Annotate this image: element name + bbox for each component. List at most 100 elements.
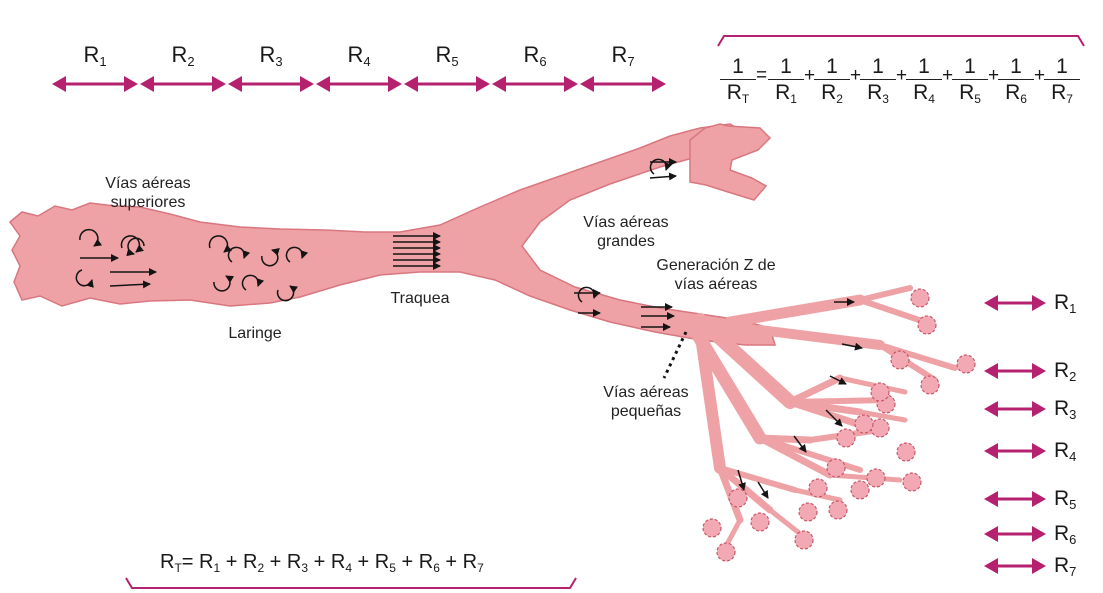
double-arrow-right-head bbox=[476, 76, 490, 92]
alveoli-cluster bbox=[851, 481, 869, 499]
series-term-letter: R bbox=[243, 551, 257, 573]
series-total-subscript: T bbox=[174, 561, 181, 575]
series-term-subscript: 6 bbox=[433, 561, 440, 575]
bronchus-branch bbox=[730, 300, 860, 322]
double-arrow-right-head bbox=[388, 76, 402, 92]
series-term-letter: R bbox=[463, 551, 477, 573]
double-arrow-right-head bbox=[564, 76, 578, 92]
fraction-denominator: R4 bbox=[906, 80, 942, 104]
side-resistance-label: R3 bbox=[1054, 398, 1076, 420]
series-total-letter: R bbox=[160, 551, 174, 573]
plus-sign: + bbox=[440, 551, 463, 573]
top-resistance-letter: R bbox=[523, 42, 539, 67]
small-airways-line1: Vías aéreas bbox=[603, 384, 688, 401]
series-term-subscript: 4 bbox=[345, 561, 352, 575]
fraction-denominator-subscript: 6 bbox=[1020, 92, 1027, 106]
plus-sign: + bbox=[352, 551, 375, 573]
top-resistance-label: R6 bbox=[505, 44, 565, 66]
fraction-denominator-letter: R bbox=[1051, 81, 1066, 104]
upper-airways-line2: superiores bbox=[111, 194, 186, 211]
side-resistance-subscript: 2 bbox=[1069, 369, 1076, 384]
side-resistance-letter: R bbox=[1054, 439, 1069, 462]
top-resistance-label: R5 bbox=[417, 44, 477, 66]
side-resistance-label: R4 bbox=[1054, 440, 1076, 462]
double-arrow-right-head bbox=[1032, 363, 1046, 379]
label-larynx: Laringe bbox=[210, 324, 300, 343]
double-arrow-left-head bbox=[492, 76, 506, 92]
double-arrow-left-head bbox=[404, 76, 418, 92]
top-resistance-label: R3 bbox=[241, 44, 301, 66]
double-arrow-right-head bbox=[1032, 491, 1046, 507]
side-resistance-arrow bbox=[984, 558, 1046, 574]
series-term-letter: R bbox=[199, 551, 213, 573]
alveoli-cluster bbox=[827, 459, 845, 477]
fraction-denominator: R7 bbox=[1044, 80, 1080, 104]
side-resistance-arrow bbox=[984, 491, 1046, 507]
side-resistance-label: R6 bbox=[1054, 523, 1076, 545]
equals-sign: = bbox=[182, 551, 199, 573]
alveoli-cluster bbox=[911, 289, 929, 307]
fraction-denominator: RT bbox=[720, 80, 756, 104]
top-resistance-subscript: 1 bbox=[99, 54, 106, 69]
fraction-denominator-letter: R bbox=[775, 81, 790, 104]
double-arrow-left-head bbox=[984, 295, 998, 311]
side-resistance-subscript: 1 bbox=[1069, 301, 1076, 316]
fraction-term: 1R1 bbox=[768, 56, 804, 104]
side-resistance-subscript: 7 bbox=[1069, 564, 1076, 579]
side-resistance-arrow bbox=[984, 295, 1046, 311]
side-resistance-label: R1 bbox=[1054, 292, 1076, 314]
top-resistance-label: R2 bbox=[153, 44, 213, 66]
series-term-letter: R bbox=[419, 551, 433, 573]
top-resistance-arrow bbox=[580, 76, 666, 92]
small-airways-line2: pequeñas bbox=[611, 403, 681, 420]
fraction-numerator: 1 bbox=[952, 56, 988, 80]
side-resistance-letter: R bbox=[1054, 291, 1069, 314]
plus-sign: + bbox=[396, 551, 419, 573]
side-resistance-arrow bbox=[984, 363, 1046, 379]
series-term-letter: R bbox=[331, 551, 345, 573]
side-resistance-letter: R bbox=[1054, 554, 1069, 577]
fraction-numerator: 1 bbox=[906, 56, 942, 80]
top-resistance-label: R7 bbox=[593, 44, 653, 66]
fraction-numerator: 1 bbox=[998, 56, 1034, 80]
alveoli-cluster bbox=[871, 383, 889, 401]
series-formula-bracket bbox=[126, 578, 576, 588]
alveoli-cluster bbox=[855, 415, 873, 433]
label-generation-z: Generación Z de vías aéreas bbox=[646, 256, 786, 294]
fraction-denominator-subscript: 2 bbox=[836, 92, 843, 106]
plus-sign: + bbox=[264, 551, 287, 573]
fraction-denominator-letter: R bbox=[959, 81, 974, 104]
double-arrow-right-head bbox=[1032, 526, 1046, 542]
fraction-denominator: R1 bbox=[768, 80, 804, 104]
label-upper-airways: Vías aéreas superiores bbox=[88, 174, 208, 212]
double-arrow-left-head bbox=[984, 401, 998, 417]
generation-z-line1: Generación Z de bbox=[656, 257, 775, 274]
top-resistance-letter: R bbox=[171, 42, 187, 67]
flow-arrow bbox=[650, 176, 676, 178]
top-resistance-arrow bbox=[52, 76, 138, 92]
double-arrow-right-head bbox=[124, 76, 138, 92]
top-resistance-subscript: 7 bbox=[627, 54, 634, 69]
double-arrow-right-head bbox=[1032, 295, 1046, 311]
side-resistance-label: R7 bbox=[1054, 555, 1076, 577]
double-arrow-right-head bbox=[1032, 401, 1046, 417]
alveoli-cluster bbox=[703, 519, 721, 537]
alveoli-cluster bbox=[837, 429, 855, 447]
label-trachea: Traquea bbox=[375, 289, 465, 308]
alveoli-cluster bbox=[809, 479, 827, 497]
label-small-airways: Vías aéreas pequeñas bbox=[586, 383, 706, 421]
double-arrow-left-head bbox=[52, 76, 66, 92]
top-resistance-arrow bbox=[404, 76, 490, 92]
upper-branch-split bbox=[690, 124, 770, 200]
side-resistance-arrow bbox=[984, 443, 1046, 459]
alveoli-cluster bbox=[751, 513, 769, 531]
side-resistance-letter: R bbox=[1054, 522, 1069, 545]
double-arrow-left-head bbox=[316, 76, 330, 92]
top-resistance-subscript: 2 bbox=[187, 54, 194, 69]
top-resistance-arrow bbox=[228, 76, 314, 92]
fraction-term: 1R4 bbox=[906, 56, 942, 104]
fraction-numerator: 1 bbox=[860, 56, 896, 80]
side-resistance-label: R5 bbox=[1054, 488, 1076, 510]
fraction-denominator-subscript: 7 bbox=[1066, 92, 1073, 106]
